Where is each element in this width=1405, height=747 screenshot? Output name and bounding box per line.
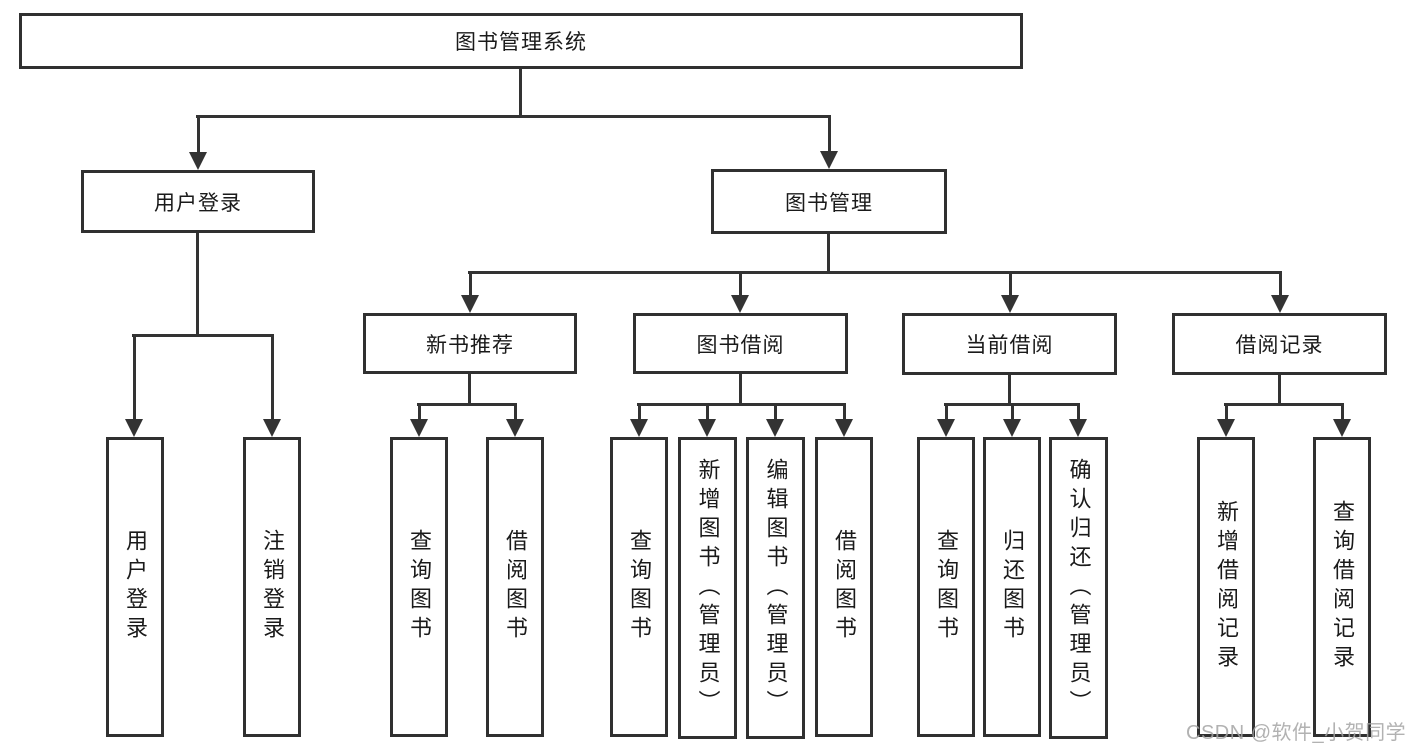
diagram-node-user-login: 用户登录 [81,170,315,233]
node-label-book-management: 图书管理 [785,191,873,215]
diagram-node-v-confirm-return-admin: 确认归还（管理员） [1049,437,1108,739]
diagram-node-v-query-books-3: 查询图书 [917,437,975,737]
connector-line [1278,271,1282,297]
connector-line [132,334,136,421]
diagram-node-book-management: 图书管理 [711,169,947,234]
node-label-v-add-borrow-record: 新增借阅记录 [1214,500,1239,674]
diagram-node-v-add-books-admin: 新增图书（管理员） [678,437,737,739]
arrowhead-down-icon [835,419,853,437]
connector-line [519,68,522,118]
arrowhead-down-icon [1069,419,1087,437]
arrowhead-down-icon [630,419,648,437]
arrowhead-down-icon [937,419,955,437]
connector-line [1340,403,1344,421]
node-label-new-book-recommend: 新书推荐 [426,333,514,357]
connector-line [637,403,641,421]
node-label-root: 图书管理系统 [455,31,587,54]
connector-line [468,271,1282,274]
diagram-node-v-user-login: 用户登录 [106,437,164,737]
connector-line [773,403,777,421]
arrowhead-down-icon [820,151,838,169]
connector-line [1008,375,1011,405]
diagram-node-v-query-books-1: 查询图书 [390,437,448,737]
arrowhead-down-icon [506,419,524,437]
connector-line [705,403,709,421]
connector-line [637,403,846,406]
node-label-v-borrow-books-2: 借阅图书 [832,529,857,645]
diagram-node-v-borrow-books-1: 借阅图书 [486,437,544,737]
connector-line [270,334,274,421]
arrowhead-down-icon [263,419,281,437]
arrowhead-down-icon [698,419,716,437]
diagram-node-v-add-borrow-record: 新增借阅记录 [1197,437,1255,737]
node-label-v-logout: 注销登录 [260,529,285,645]
diagram-node-current-borrow: 当前借阅 [902,313,1117,375]
arrowhead-down-icon [410,419,428,437]
arrowhead-down-icon [731,295,749,313]
connector-line [944,403,948,421]
connector-line [417,403,421,421]
connector-line [1010,403,1014,421]
arrowhead-down-icon [1217,419,1235,437]
arrowhead-down-icon [189,152,207,170]
watermark: CSDN @软件_小贺同学 [1186,722,1405,744]
node-label-v-query-books-3: 查询图书 [934,529,959,645]
diagram-node-borrow-records: 借阅记录 [1172,313,1387,375]
connector-line [196,233,199,336]
connector-line [827,115,831,153]
diagram-node-v-return-books: 归还图书 [983,437,1041,737]
node-label-book-borrow: 图书借阅 [696,333,785,357]
node-label-v-add-books-admin: 新增图书（管理员） [695,457,721,719]
connector-line [468,374,471,405]
diagram-node-v-logout: 注销登录 [243,437,301,737]
node-label-v-query-books-1: 查询图书 [407,529,432,645]
node-label-v-query-borrow-record: 查询借阅记录 [1330,500,1355,674]
connector-line [827,234,830,273]
arrowhead-down-icon [1003,419,1021,437]
connector-line [196,115,200,154]
diagram-node-v-query-borrow-record: 查询借阅记录 [1313,437,1371,737]
diagram-node-root: 图书管理系统 [19,13,1023,69]
connector-line [196,115,831,118]
connector-line [513,403,517,421]
diagram-node-v-edit-books-admin: 编辑图书（管理员） [746,437,805,739]
diagram-node-v-borrow-books-2: 借阅图书 [815,437,873,737]
arrowhead-down-icon [766,419,784,437]
connector-line [1008,271,1012,297]
node-label-v-confirm-return-admin: 确认归还（管理员） [1066,457,1092,719]
arrowhead-down-icon [1333,419,1351,437]
connector-line [417,403,517,406]
connector-line [1224,403,1228,421]
node-label-current-borrow: 当前借阅 [965,334,1054,357]
node-label-v-user-login: 用户登录 [123,529,148,645]
connector-line [468,271,472,297]
connector-line [739,374,742,405]
arrowhead-down-icon [125,419,143,437]
diagram-node-new-book-recommend: 新书推荐 [363,313,577,374]
connector-line [1278,375,1281,405]
connector-line [1224,403,1344,406]
node-label-v-edit-books-admin: 编辑图书（管理员） [763,457,789,719]
arrowhead-down-icon [1001,295,1019,313]
node-label-v-query-books-2: 查询图书 [627,529,652,645]
node-label-v-return-books: 归还图书 [1000,529,1025,645]
connector-line [842,403,846,421]
node-label-v-borrow-books-1: 借阅图书 [503,529,528,645]
node-label-borrow-records: 借阅记录 [1235,334,1324,357]
diagram-node-v-query-books-2: 查询图书 [610,437,668,737]
connector-line [1076,403,1080,421]
diagram-node-book-borrow: 图书借阅 [633,313,848,374]
connector-line [132,334,274,337]
node-label-user-login: 用户登录 [154,191,242,215]
connector-line [738,271,742,297]
arrowhead-down-icon [1271,295,1289,313]
arrowhead-down-icon [461,295,479,313]
